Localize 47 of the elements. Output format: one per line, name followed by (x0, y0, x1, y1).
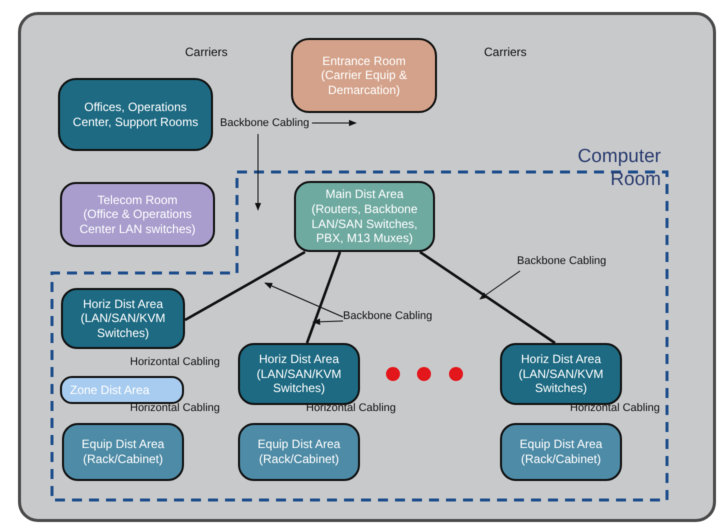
cabling-label: Backbone Cabling (220, 117, 310, 129)
area-description: (Office & Operations Center LAN switches) (78, 207, 197, 236)
cable-line (184, 250, 306, 322)
area-title: Horiz Dist Area (82, 296, 164, 312)
area-title: Main Dist Area (325, 187, 404, 202)
area-description: (Rack/Cabinet) (258, 452, 340, 467)
area-title: Telecom Room (97, 192, 178, 208)
cable-line (419, 250, 556, 344)
cabling-label: Backbone Cabling (517, 255, 606, 267)
area-description: (Carrier Equip & Demarcation) (320, 68, 408, 98)
area-box (60, 182, 215, 247)
area-title: Entrance Room (322, 54, 406, 68)
area-box (294, 181, 435, 252)
leader-arrow (264, 282, 344, 318)
carriers-label: Carriers (484, 45, 527, 59)
area-description: (LAN/SAN/KVM Switches) (518, 366, 604, 396)
cabling-label: Horizontal Cabling (570, 402, 660, 414)
carriers-label: Carriers (185, 45, 228, 59)
leader-arrow (479, 270, 520, 300)
area-description: (Rack/Cabinet) (82, 452, 164, 467)
area-title: Equip Dist Area (258, 437, 340, 452)
area-title: Equip Dist Area (82, 437, 164, 452)
area-box (238, 423, 360, 481)
area-description: (LAN/SAN/KVM Switches) (256, 366, 342, 396)
area-box (500, 343, 622, 405)
cabling-label: Horizontal Cabling (306, 402, 396, 414)
area-box (61, 288, 185, 349)
area-box (60, 376, 184, 404)
area-description: (LAN/SAN/KVM Switches) (80, 311, 166, 340)
area-box (58, 78, 213, 151)
area-title: Offices, Operations Center, Support Rooms (72, 100, 200, 130)
cable-line (306, 252, 342, 344)
area-box (62, 423, 184, 481)
area-description: (Routers, Backbone LAN/SAN Switches, PBX, M13 Muxes) (310, 202, 419, 246)
region-label: Computer Room (576, 146, 661, 192)
area-title: Horiz Dist Area (258, 352, 340, 367)
area-title: Zone Dist Area (70, 382, 150, 398)
cabling-label: Backbone Cabling (343, 310, 432, 322)
area-title: Horiz Dist Area (520, 352, 602, 367)
area-box (500, 423, 622, 481)
area-title: Equip Dist Area (520, 437, 602, 452)
area-box (291, 38, 437, 113)
leader-arrow (312, 318, 344, 325)
cabling-label: Horizontal Cabling (130, 402, 220, 414)
cabling-label: Horizontal Cabling (130, 356, 220, 368)
area-description: (Rack/Cabinet) (520, 452, 602, 467)
area-box (238, 343, 360, 405)
